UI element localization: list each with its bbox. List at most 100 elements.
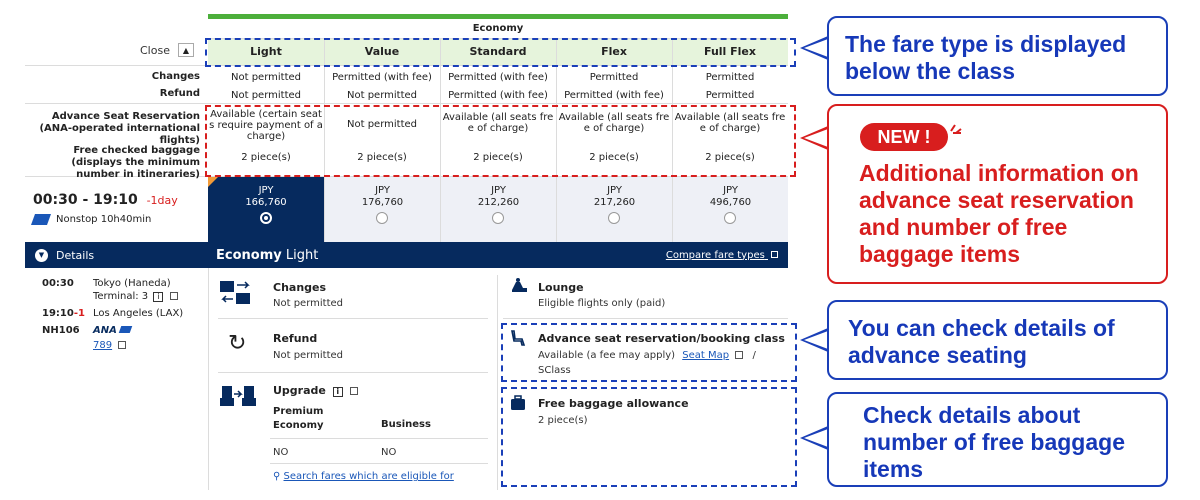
info-icon[interactable]: i [153,292,164,302]
arr-time-value: 19:10 [42,308,74,319]
external-link-icon [771,250,778,258]
fare-currency: JPY [607,185,622,196]
external-link-icon[interactable] [735,351,744,359]
fare-price-value[interactable]: JPY 176,760 [325,177,440,242]
row-label-refund: Refund [159,88,200,99]
chevron-down-icon: ▼ [35,248,48,262]
fare-price: 166,760 [245,197,287,208]
selected-fare-type: Light [281,247,319,263]
fare-radio[interactable] [376,212,388,224]
seat-reservation-value: Available (a fee may apply) Seat Map / [538,350,756,361]
callout-seat-details-text: You can check details of advance seating [848,315,1115,368]
refund-icon: ↻ [228,331,247,356]
highlight-baggage-details [501,387,797,487]
seat-map-link[interactable]: Seat Map [682,350,730,361]
upgrade-business-value: NO [381,447,397,458]
info-icon[interactable]: i [332,387,343,397]
highlight-seat-baggage [205,105,796,177]
fare-price-light-selected[interactable]: JPY 166,760 [208,177,324,242]
fare-radio-selected[interactable] [260,212,272,224]
changes-value: Not permitted [273,298,343,309]
terminal-label: Terminal: 3 [93,291,149,302]
fare-cell-baggage: 2 piece(s) [473,152,523,163]
terminal: Terminal: 3 i [93,291,178,303]
fare-cell-baggage: 2 piece(s) [589,152,639,163]
arr-place: Los Angeles (LAX) [93,308,184,319]
fare-cell-seat: Not permitted [347,119,417,130]
highlight-seat-details [501,323,797,382]
highlight-fare-types [205,38,796,67]
upgrade-label: Upgrade [273,384,326,397]
close-label: Close [140,43,170,57]
fare-radio[interactable] [724,212,736,224]
lounge-title: Lounge [538,281,584,294]
row-label-changes: Changes [151,71,200,82]
aircraft-code[interactable]: 789 [93,340,113,351]
airline-name: ANA [93,325,133,337]
search-link-label[interactable]: Search fares which are eligible for [283,471,454,482]
flight-time: 00:30 - 19:10 -1day [33,192,178,208]
fare-cell-changes: Permitted [705,72,755,83]
callout-tail-inner [804,331,828,349]
fare-currency: JPY [491,185,506,196]
callout-baggage-details: Check details about number of free bagga… [827,392,1168,487]
compare-fare-types-link[interactable]: Compare fare types [666,250,778,261]
new-badge: NEW ! [860,123,948,151]
upgrade-col-premium: Premium Economy [273,406,324,431]
fare-price-standard[interactable]: JPY 212,260 [441,177,556,242]
airline-logo-icon [119,326,133,333]
selected-fare-bar: Economy Light Compare fare types [208,242,788,268]
callout-seat-details: You can check details of advance seating [827,300,1168,380]
lounge-value: Eligible flights only (paid) [538,298,666,309]
airline-code: ANA [93,325,117,336]
fare-header-value: Value [324,39,440,65]
upgrade-col-business: Business [381,419,431,430]
cabin-title: Economy [472,23,524,34]
cabin-top-bar [208,14,788,19]
airline-logo-icon [30,214,52,225]
callout-fare-type: The fare type is displayed below the cla… [827,16,1168,96]
external-link-icon[interactable] [349,387,358,395]
aircraft-link[interactable]: 789 [93,340,127,352]
transfer-icon [220,281,256,305]
compare-label[interactable]: Compare fare types [665,249,765,261]
fare-cell-seat: Available (all seats free of charge) [442,112,554,134]
collapse-icon[interactable]: ▲ [177,43,194,57]
fare-price-flex[interactable]: JPY 217,260 [557,177,672,242]
fare-price: 217,260 [593,197,636,208]
details-toggle[interactable]: ▼ Details [25,242,208,268]
fare-currency: JPY [375,185,390,196]
selected-fare-title: Economy Light [216,248,318,263]
fare-cell-refund: Permitted (with fee) [564,90,664,101]
fare-price: 496,760 [709,197,752,208]
fare-radio[interactable] [492,212,504,224]
callout-tail-inner [804,129,828,147]
separator: / [752,350,756,361]
close-toggle[interactable]: Close ▲ [140,42,194,58]
flight-time-range: 00:30 - 19:10 [33,192,138,208]
fare-currency: JPY [258,185,274,196]
upgrade-title: Upgrade i [273,384,358,397]
baggage-value: 2 piece(s) [538,415,588,426]
arr-day-offset: -1 [73,308,85,319]
callout-tail-inner [804,39,828,57]
seat-reservation-title: Advance seat reservation/booking class [538,332,785,345]
fare-radio[interactable] [608,212,620,224]
seat-reservation-note: Available (a fee may apply) [538,350,676,361]
fare-cell-refund: Not permitted [347,90,417,101]
fare-price-full-flex[interactable]: JPY 496,760 [673,177,788,242]
lounge-icon [510,278,528,298]
day-offset: -1day [146,194,178,207]
external-link-icon[interactable] [169,292,178,300]
dep-time: 00:30 [42,278,74,289]
external-link-icon[interactable] [118,341,127,349]
row-label-seat: Advance Seat Reservation (ANA-operated i… [39,111,200,146]
arr-time: 19:10-1 [42,308,85,320]
baggage-title: Free baggage allowance [538,397,689,410]
search-eligible-fares-link[interactable]: ⚲ Search fares which are eligible for [273,471,454,482]
fare-table: Light Value Standard Flex Full Flex Not … [208,39,788,242]
flight-number: NH106 [42,325,80,336]
refund-title: Refund [273,332,318,345]
fare-cell-changes: Not permitted [231,72,301,83]
changes-title: Changes [273,281,327,294]
